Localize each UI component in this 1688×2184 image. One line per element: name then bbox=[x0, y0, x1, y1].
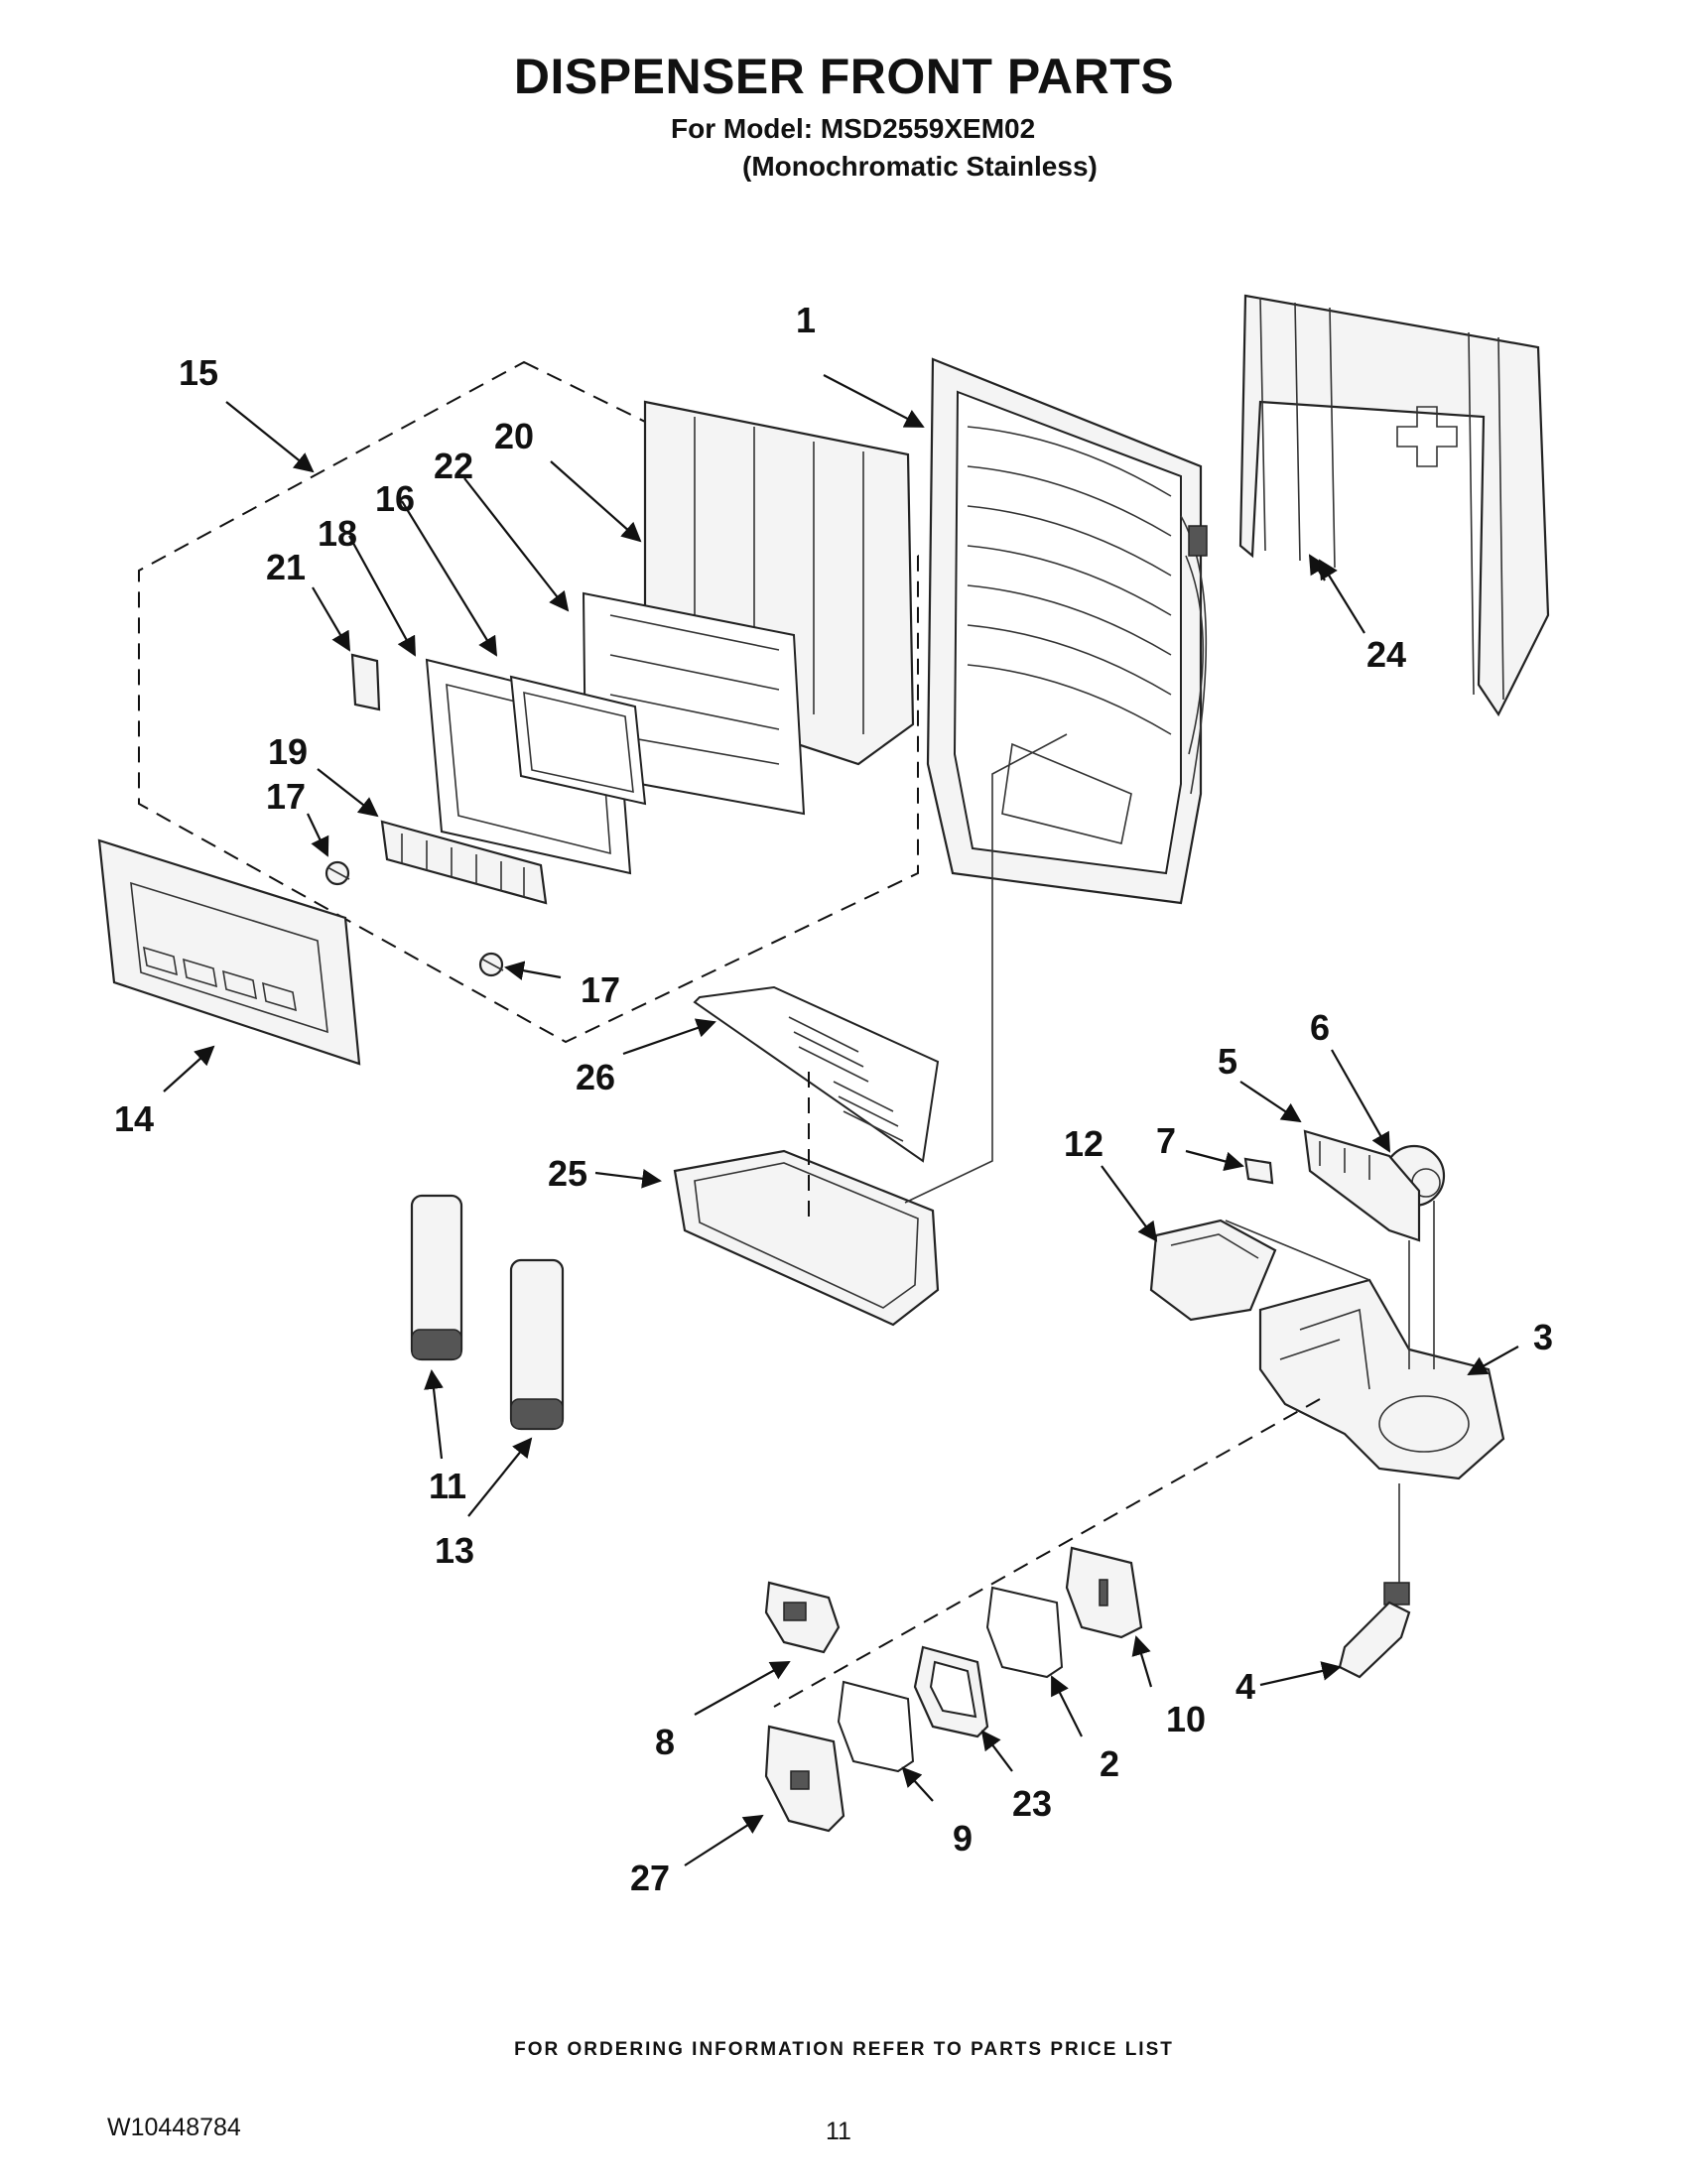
part-12-funnel-chute bbox=[1149, 1219, 1277, 1322]
callout-19: 19 bbox=[268, 731, 308, 772]
part-16-display-window bbox=[509, 675, 647, 806]
callout-24: 24 bbox=[1366, 634, 1406, 675]
part-17-screw-upper bbox=[325, 860, 350, 886]
callout-23: 23 bbox=[1012, 1783, 1052, 1824]
callout-15: 15 bbox=[179, 352, 218, 393]
ordering-note: FOR ORDERING INFORMATION REFER TO PARTS … bbox=[514, 2039, 1174, 2060]
callout-4: 4 bbox=[1235, 1666, 1255, 1707]
callout-14: 14 bbox=[114, 1098, 154, 1139]
knob-link-line bbox=[1408, 1201, 1435, 1369]
callout-26: 26 bbox=[576, 1057, 615, 1097]
callout-9: 9 bbox=[953, 1818, 973, 1859]
callout-17-upper: 17 bbox=[266, 776, 306, 817]
part-5-bracket bbox=[1303, 1129, 1421, 1242]
part-11-paddle bbox=[410, 1194, 463, 1361]
part-25-drip-tray bbox=[673, 1149, 940, 1327]
callout-22: 22 bbox=[434, 446, 473, 486]
part-23-gasket bbox=[913, 1645, 989, 1738]
callout-20: 20 bbox=[494, 416, 534, 456]
part-19-button-strip bbox=[380, 820, 548, 905]
callout-8: 8 bbox=[655, 1722, 675, 1762]
assembly-15-boundary bbox=[138, 360, 919, 1044]
callout-21: 21 bbox=[266, 547, 306, 587]
callout-13: 13 bbox=[435, 1530, 474, 1571]
housing-link-line bbox=[904, 733, 1068, 1204]
variant-line: (Monochromatic Stainless) bbox=[742, 151, 1098, 182]
callout-1: 1 bbox=[796, 300, 816, 340]
part-1-dispenser-housing bbox=[926, 357, 1208, 905]
callout-25: 25 bbox=[548, 1153, 587, 1194]
part-26-drip-grille bbox=[693, 985, 940, 1163]
callout-3: 3 bbox=[1533, 1317, 1553, 1357]
callout-16: 16 bbox=[375, 478, 415, 519]
part-17-screw-lower bbox=[478, 952, 504, 977]
part-3-motor-housing bbox=[1258, 1278, 1505, 1480]
callout-18: 18 bbox=[318, 513, 357, 554]
part-21-clip bbox=[350, 653, 381, 711]
model-line: For Model: MSD2559XEM02 bbox=[671, 113, 1036, 144]
document-number: W10448784 bbox=[107, 2114, 241, 2141]
part-4-elbow-fitting bbox=[1338, 1582, 1411, 1679]
leader-arrows bbox=[163, 374, 1519, 1866]
callout-10: 10 bbox=[1166, 1699, 1206, 1739]
part-7-pin bbox=[1243, 1157, 1274, 1185]
callout-7: 7 bbox=[1156, 1120, 1176, 1161]
part-2-seal-pad bbox=[985, 1586, 1064, 1679]
callout-labels: 1 15 20 22 16 18 21 19 17 17 14 24 26 25… bbox=[114, 300, 1553, 1898]
callout-12: 12 bbox=[1064, 1123, 1104, 1164]
page-number: 11 bbox=[826, 2118, 851, 2145]
callout-2: 2 bbox=[1100, 1743, 1119, 1784]
callout-11: 11 bbox=[429, 1466, 466, 1506]
callout-6: 6 bbox=[1310, 1007, 1330, 1048]
part-27-dispenser-door bbox=[764, 1725, 845, 1833]
callout-5: 5 bbox=[1218, 1041, 1237, 1082]
page-title: DISPENSER FRONT PARTS bbox=[513, 49, 1175, 104]
part-9-pad bbox=[837, 1680, 915, 1773]
part-8-switch bbox=[764, 1581, 841, 1654]
callout-17-lower: 17 bbox=[581, 969, 620, 1010]
chute-link-line bbox=[1225, 1220, 1370, 1281]
part-24-rear-panel bbox=[1238, 294, 1550, 717]
part-14-front-bezel bbox=[97, 838, 361, 1066]
motor-link-line bbox=[773, 1398, 1321, 1708]
part-10-door bbox=[1065, 1546, 1143, 1639]
callout-27: 27 bbox=[630, 1858, 670, 1898]
part-13-paddle bbox=[509, 1258, 565, 1431]
